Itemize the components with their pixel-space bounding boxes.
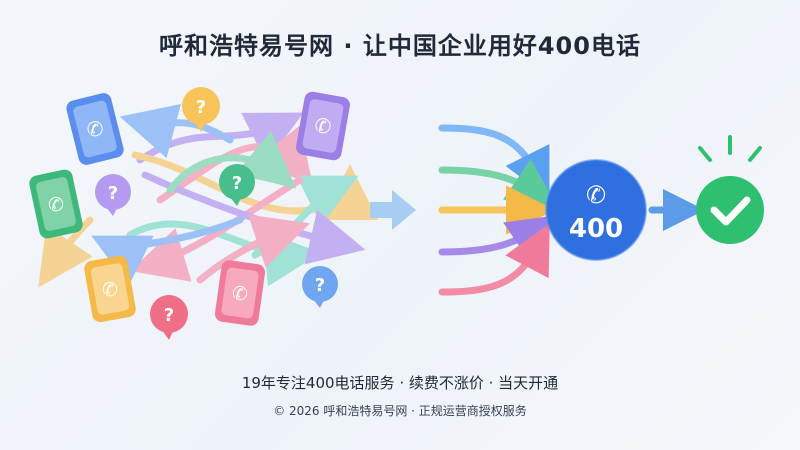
page-title: 呼和浩特易号网 · 让中国企业用好400电话 [159, 32, 641, 60]
question-bubble-icon: ? [219, 164, 255, 206]
footer-copyright: © 2026 呼和浩特易号网 · 正规运营商授权服务 [273, 404, 527, 418]
phone-icon: ✆ [214, 260, 266, 326]
phone-icon: ✆ [66, 93, 124, 165]
svg-text:✆: ✆ [315, 114, 332, 138]
svg-text:?: ? [232, 173, 242, 194]
svg-text:✆: ✆ [87, 117, 104, 141]
question-bubble-icon: ? [150, 295, 188, 340]
svg-text:?: ? [108, 183, 118, 204]
svg-text:✆: ✆ [102, 279, 118, 301]
question-bubble-icon: ? [302, 266, 338, 308]
phone-icon: ✆ [586, 181, 606, 209]
tangled-arrows [38, 103, 378, 288]
question-bubble-icon: ? [182, 87, 220, 132]
phone-icon: ✆ [29, 169, 83, 239]
svg-text:?: ? [164, 305, 174, 326]
question-bubble-icon: ? [95, 174, 131, 216]
svg-text:?: ? [196, 97, 206, 118]
tagline: 19年专注400电话服务 · 续费不涨价 · 当天开通 [241, 374, 559, 392]
svg-text:?: ? [315, 275, 325, 296]
check-icon [696, 135, 764, 244]
badge-number: 400 [569, 214, 623, 244]
arrow-right-icon [370, 190, 416, 230]
phone-icon: ✆ [84, 255, 136, 323]
phone-icon: ✆ [296, 91, 350, 161]
converging-arrows [438, 124, 558, 296]
svg-text:✆: ✆ [48, 194, 64, 216]
svg-text:✆: ✆ [232, 283, 248, 305]
hotline-400-badge: ✆ 400 [545, 159, 647, 261]
